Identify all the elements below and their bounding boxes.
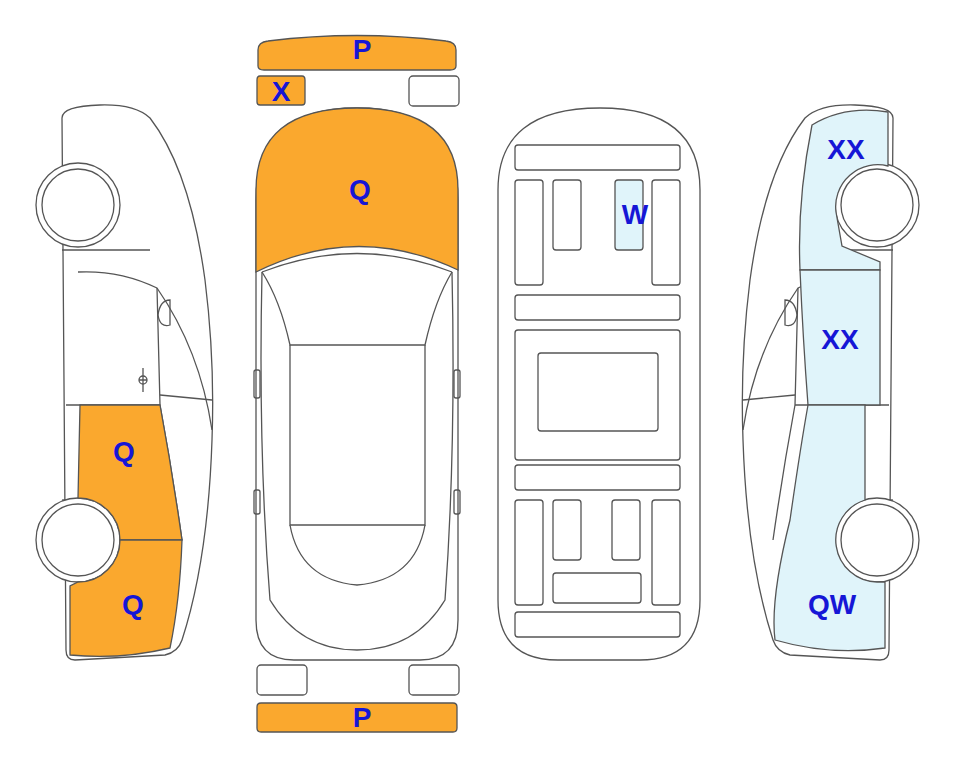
car-outline (262, 272, 452, 345)
panel-outline (257, 76, 305, 105)
car-outline (652, 500, 680, 605)
car-outline (612, 500, 640, 560)
panel-outline (70, 540, 182, 656)
car-outline (261, 272, 453, 650)
car-outline (515, 612, 680, 637)
car-outline (538, 353, 658, 431)
car-outline (409, 76, 459, 106)
rear-bumper: P (256, 702, 458, 734)
car-outline (257, 665, 307, 695)
car-outline (290, 345, 425, 525)
car-outline (515, 330, 680, 460)
car-outline (254, 490, 260, 514)
car-outline (553, 500, 581, 560)
car-outline (254, 370, 260, 398)
damage-code: X (272, 78, 291, 106)
panel-shape (76, 403, 186, 543)
panel-outline (800, 270, 880, 405)
front-fender: XX (795, 103, 895, 273)
rear-quarter-panel: QW (770, 403, 887, 658)
headlight: X (256, 75, 307, 107)
car-outline (553, 573, 641, 603)
panel-outline (774, 405, 885, 651)
car-outline (515, 500, 543, 605)
car-outline (515, 295, 680, 320)
car-outline (498, 108, 700, 660)
damage-code: QW (808, 591, 856, 619)
car-outline (454, 370, 460, 398)
damage-code: Q (113, 438, 135, 466)
car-outline (290, 525, 425, 585)
rear-door: Q (76, 403, 186, 543)
damage-code: P (353, 36, 372, 64)
front-bumper: P (252, 30, 462, 76)
left-side-view (36, 105, 213, 660)
panel-outline (257, 703, 457, 732)
rear-quarter-panel: Q (66, 538, 186, 663)
top-view (254, 76, 460, 695)
damage-code: Q (122, 591, 144, 619)
car-outline (454, 490, 460, 514)
car-outline (652, 180, 680, 285)
panel-outline (258, 36, 456, 71)
car-outline (515, 145, 680, 170)
damage-code: W (622, 201, 648, 229)
damage-code: Q (349, 176, 371, 204)
panel-shape (795, 103, 895, 273)
car-outline (553, 180, 581, 250)
car-outline (515, 465, 680, 490)
damage-code: P (353, 704, 372, 732)
damage-code: XX (827, 136, 864, 164)
panel-outline (256, 108, 458, 272)
right-side-view (742, 105, 919, 660)
panel-outline (800, 110, 889, 270)
hood-panel: Q (255, 107, 460, 275)
front-door: XX (798, 268, 883, 408)
seat-panel: W (614, 179, 644, 251)
car-outline (515, 180, 543, 285)
damage-code: XX (821, 326, 858, 354)
floor-plan (498, 108, 700, 660)
panel-shape (770, 403, 887, 658)
car-outline (256, 108, 458, 660)
car-outline (409, 665, 459, 695)
panel-outline (78, 405, 182, 540)
